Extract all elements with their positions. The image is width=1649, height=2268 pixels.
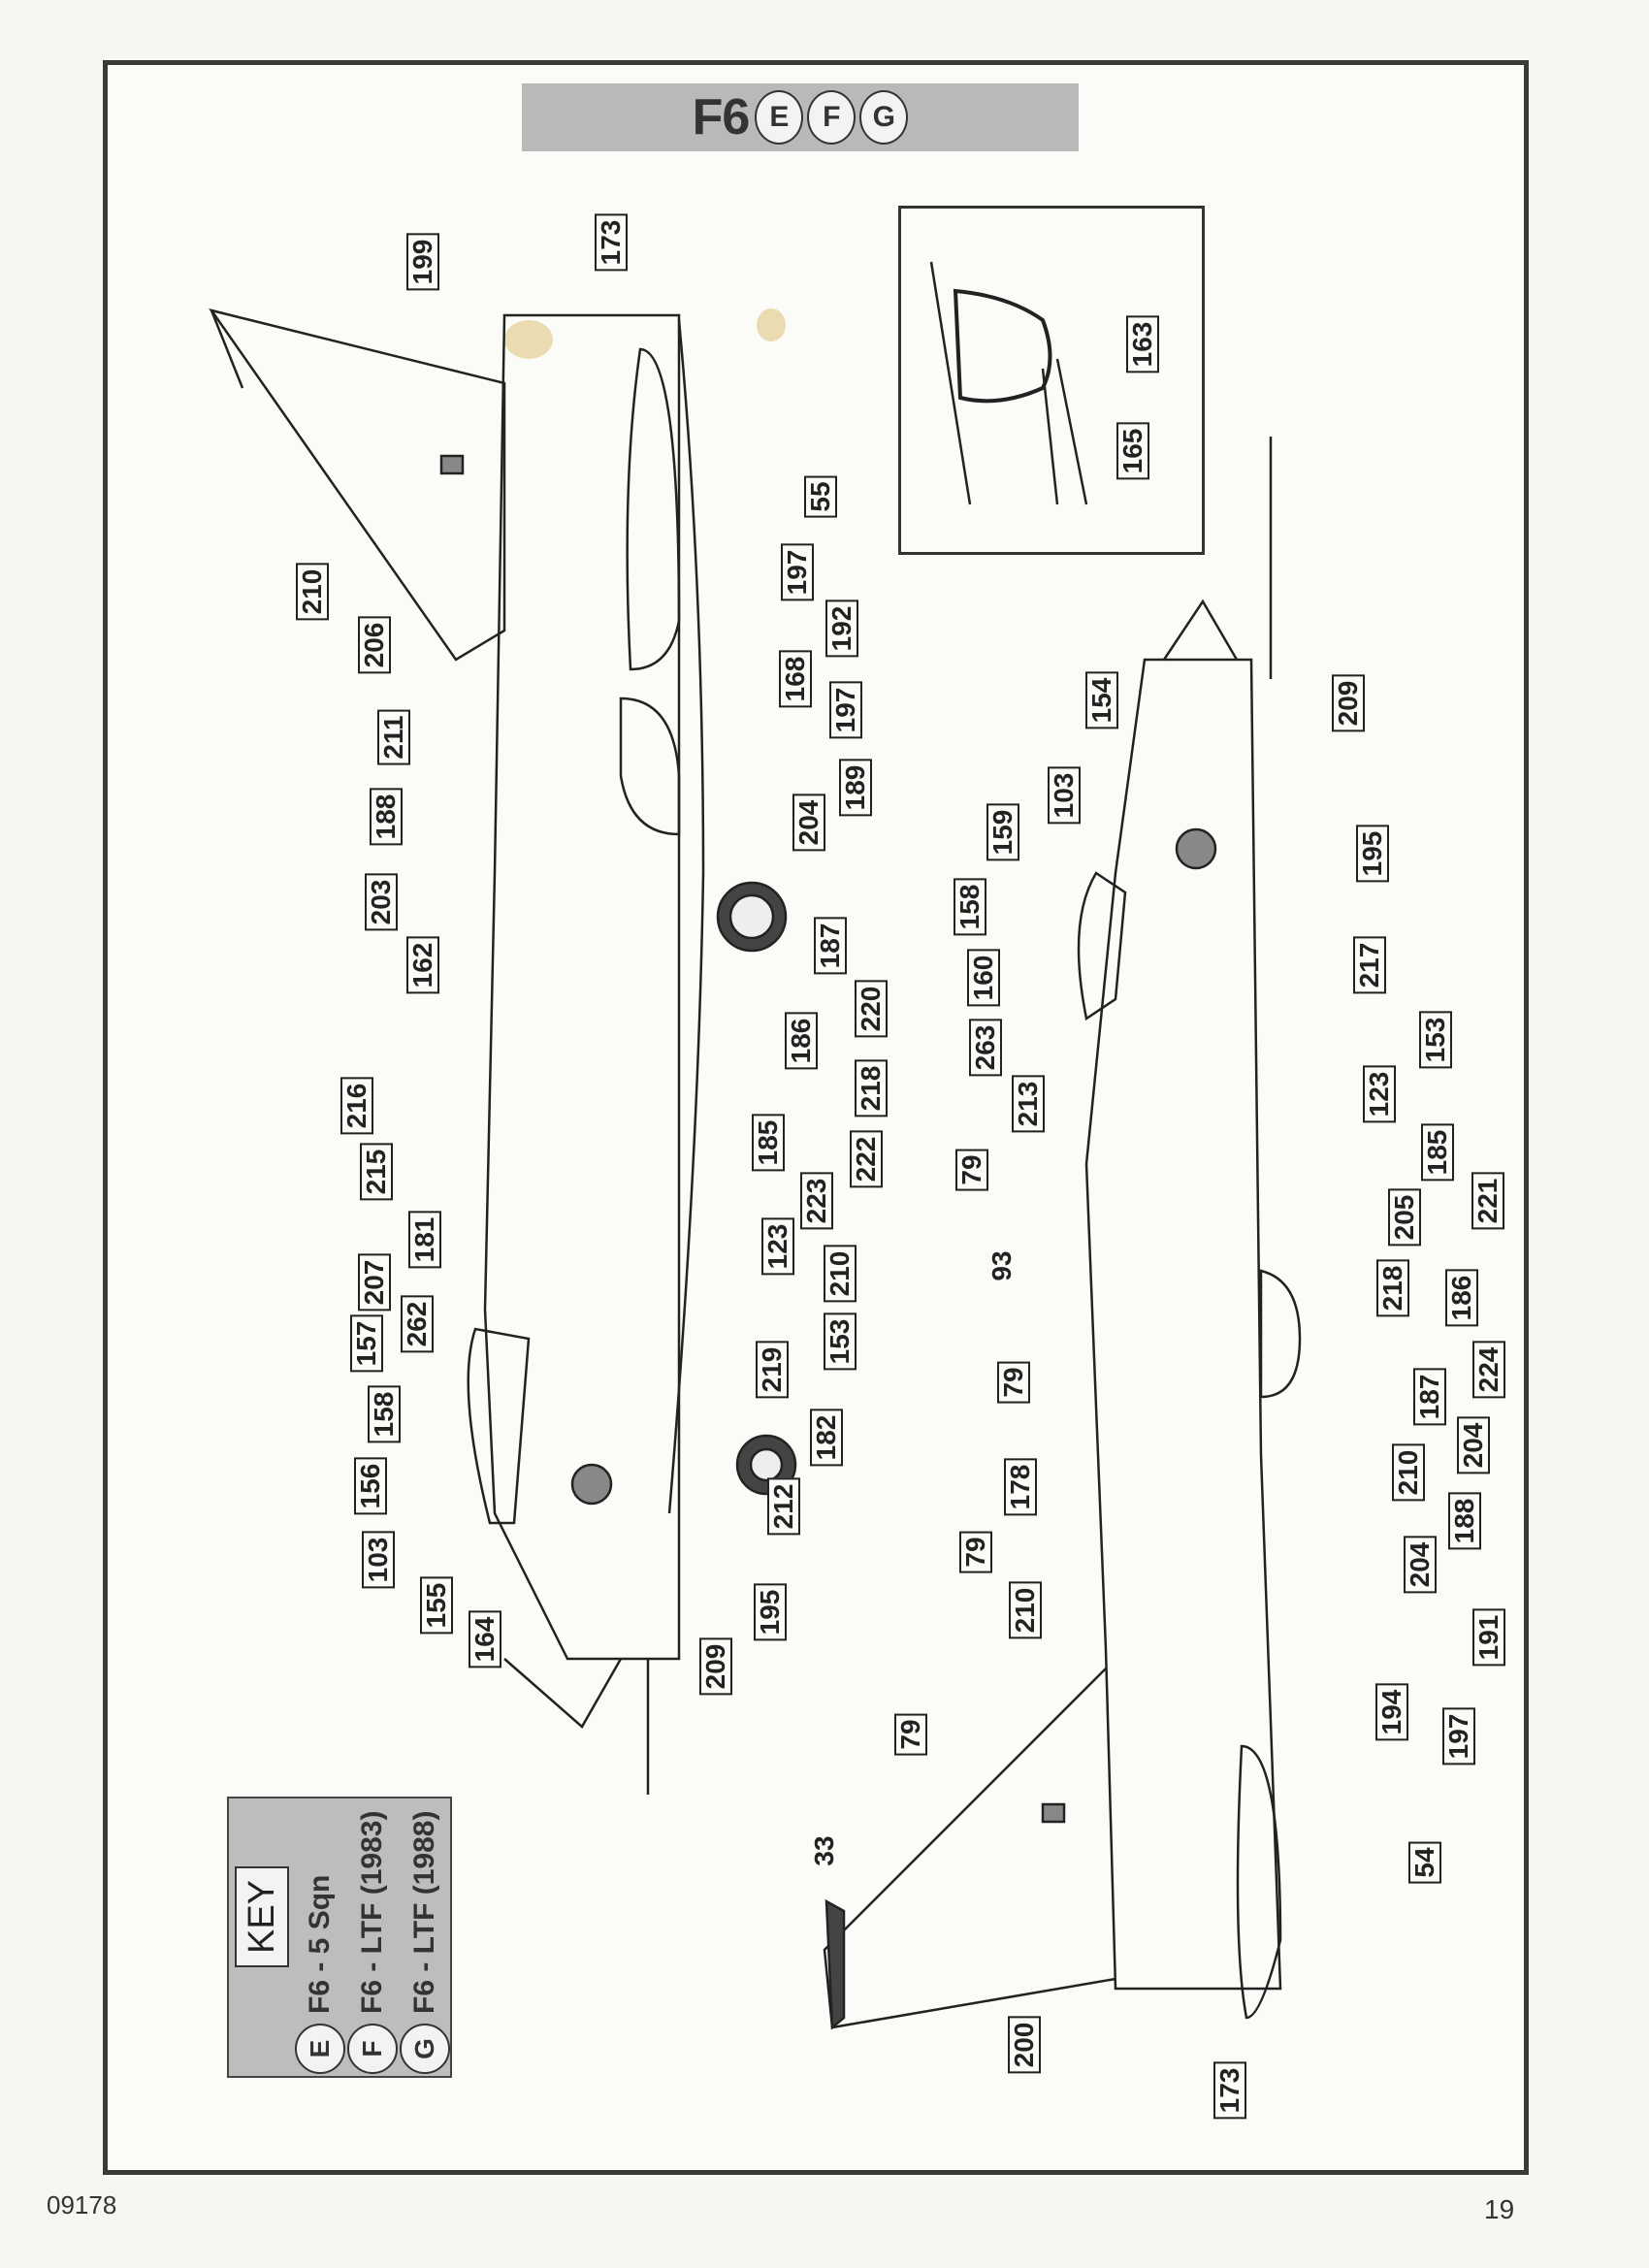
inset-detail-drawing bbox=[929, 261, 1088, 505]
catalog-number: 09178 bbox=[47, 2190, 117, 2219]
variant-badge-f: F bbox=[807, 90, 857, 145]
page-number: 19 bbox=[1484, 2194, 1515, 2224]
key-title: KEY bbox=[235, 1866, 289, 1967]
inset-detail-box bbox=[898, 206, 1205, 555]
variant-badge-e: E bbox=[755, 90, 804, 145]
right-aircraft-outline bbox=[823, 437, 1302, 2030]
model-title: F6 bbox=[692, 89, 751, 146]
left-aircraft-outline bbox=[209, 308, 797, 1795]
page-header: F6 E F G bbox=[522, 83, 1079, 151]
variant-badge-g: G bbox=[859, 90, 909, 145]
